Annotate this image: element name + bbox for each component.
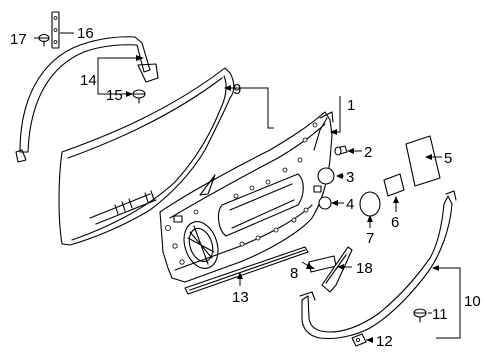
callout-9: 9 — [233, 81, 241, 98]
callout-8: 8 — [290, 265, 298, 282]
pad-6 — [383, 173, 405, 197]
outer-door-panel — [58, 67, 235, 246]
plug-3 — [317, 167, 335, 185]
inner-door-frame — [159, 111, 334, 283]
corner-trim — [321, 246, 353, 293]
clip-11 — [413, 308, 427, 323]
callout-17: 17 — [10, 31, 27, 48]
opening-weatherstrip — [299, 190, 457, 340]
callout-4: 4 — [346, 196, 354, 213]
clip-12 — [351, 333, 367, 347]
callout-13: 13 — [232, 289, 249, 306]
belt-molding — [184, 246, 309, 295]
callout-6: 6 — [391, 214, 399, 231]
callout-16: 16 — [77, 25, 94, 42]
callout-12: 12 — [376, 333, 393, 350]
callout-3: 3 — [346, 169, 354, 186]
callout-2: 2 — [364, 144, 372, 161]
callout-1: 1 — [347, 97, 355, 114]
leader-lines — [34, 32, 461, 343]
callout-labels: 1 2 3 4 5 6 7 8 9 10 11 12 13 14 15 16 1… — [10, 25, 481, 350]
callout-5: 5 — [444, 150, 452, 167]
sheet-5 — [405, 135, 441, 187]
callout-18: 18 — [356, 260, 373, 277]
callout-10: 10 — [464, 293, 481, 310]
callout-15: 15 — [106, 87, 123, 104]
callout-11: 11 — [432, 306, 448, 323]
clip-17 — [38, 33, 50, 47]
bolt-2 — [334, 145, 348, 156]
upper-frame-weatherstrip — [15, 36, 159, 163]
bracket-strip — [51, 11, 60, 49]
callout-7: 7 — [366, 230, 374, 247]
plug-4 — [318, 196, 332, 210]
callout-14: 14 — [80, 72, 97, 89]
clip-15 — [132, 89, 146, 104]
seal-7 — [359, 191, 381, 217]
